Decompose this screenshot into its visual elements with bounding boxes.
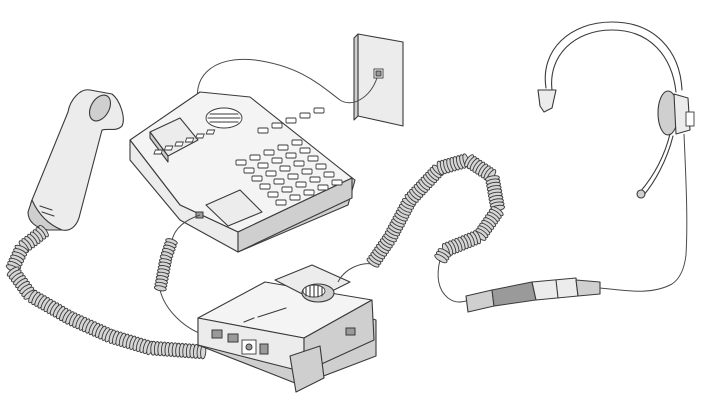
handset-coil-cord — [5, 224, 207, 360]
phone-coil-cord — [153, 238, 178, 292]
handset — [27, 89, 124, 231]
quick-disconnect-connector — [447, 277, 673, 313]
volume-dial — [274, 264, 351, 303]
headset — [537, 21, 695, 285]
phone-to-amplifier-cord — [171, 214, 201, 241]
amplifier-base — [197, 264, 377, 393]
keypad — [153, 107, 343, 206]
line-cord — [196, 58, 378, 109]
wall-jack — [353, 33, 404, 127]
desk-telephone — [129, 91, 356, 253]
amplifier-coil-cord — [366, 153, 506, 268]
